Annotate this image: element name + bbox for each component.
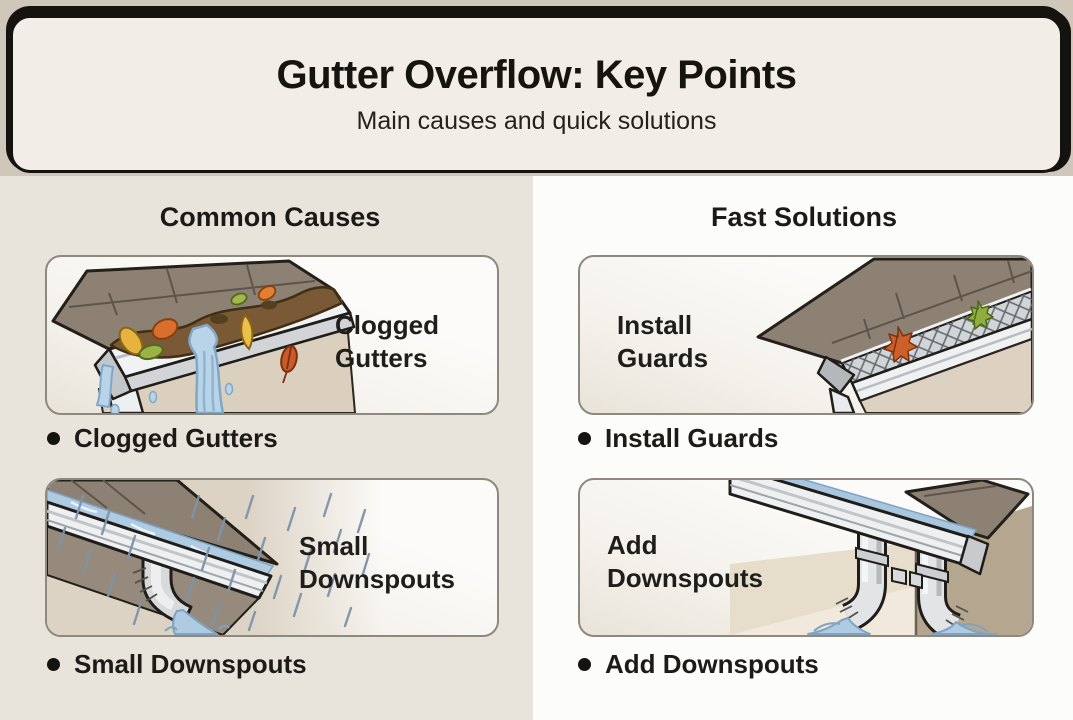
card-add-downspouts: Add Downspouts	[578, 478, 1034, 637]
small-downspout-illustration	[47, 480, 382, 635]
card-clogged-gutters: Clogged Gutters	[45, 255, 499, 415]
clogged-gutter-illustration	[51, 259, 357, 413]
bullet-icon	[578, 657, 591, 671]
header-box: Gutter Overflow: Key Points Main causes …	[10, 15, 1063, 173]
bullet-clogged-gutters: Clogged Gutters	[47, 423, 278, 453]
bullet-label: Add Downspouts	[605, 648, 819, 679]
bullet-label: Small Downspouts	[74, 648, 307, 679]
causes-heading: Common Causes	[159, 202, 381, 232]
card-label: Clogged Gutters	[335, 310, 439, 373]
card-install-guards: Install Guards	[578, 255, 1034, 415]
gutter-guard-illustration	[756, 257, 1032, 413]
bullet-install-guards: Install Guards	[578, 423, 778, 453]
bullet-icon	[47, 657, 60, 671]
add-downspouts-illustration	[728, 480, 1032, 635]
bullet-icon	[47, 431, 60, 445]
bullet-label: Install Guards	[605, 422, 779, 453]
page-subtitle: Main causes and quick solutions	[356, 106, 717, 135]
card-label: Small Downspouts	[299, 531, 455, 594]
bullet-add-downspouts: Add Downspouts	[578, 649, 819, 679]
card-label: Add Downspouts	[607, 530, 763, 593]
solutions-heading: Fast Solutions	[710, 202, 897, 232]
bullet-icon	[578, 431, 591, 445]
card-small-downspouts: Small Downspouts	[45, 478, 499, 637]
bullet-label: Clogged Gutters	[74, 422, 278, 453]
card-label: Install Guards	[617, 310, 709, 373]
page-title: Gutter Overflow: Key Points	[276, 52, 797, 97]
bullet-small-downspouts: Small Downspouts	[47, 649, 307, 679]
